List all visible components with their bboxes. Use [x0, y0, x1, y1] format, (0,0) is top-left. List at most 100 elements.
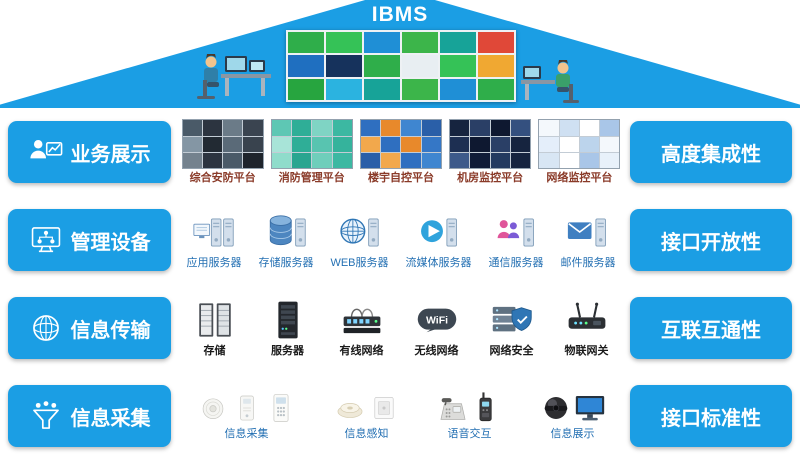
transport-item-label: 物联网关 — [564, 344, 609, 357]
screenshot-tile — [312, 120, 332, 136]
screenshot-tile — [182, 136, 202, 152]
dashboard-tile — [364, 32, 400, 54]
media-server-icon — [418, 211, 460, 253]
wall-switch-icon — [367, 391, 401, 425]
screenshot-tile — [559, 152, 579, 169]
screenshot-tile — [271, 120, 292, 136]
screenshot-tile — [292, 136, 312, 152]
platform-label: 消防管理平台 — [278, 172, 345, 185]
screenshot-tile — [312, 152, 332, 169]
smoke-detector-icon — [196, 391, 230, 425]
transport-item: 网络安全 — [490, 299, 534, 358]
transport-item-label: 无线网络 — [414, 344, 459, 357]
dashboard-tile — [288, 32, 324, 54]
network-security-icon — [491, 299, 533, 341]
layer-label-business-display: 业务展示 — [8, 121, 171, 183]
screenshot-tile — [579, 120, 600, 136]
feature-label-openness: 接口开放性 — [630, 209, 792, 271]
device-icons — [436, 391, 504, 425]
platform-label: 综合安防平台 — [189, 172, 256, 185]
transport-item: 存储 — [194, 299, 236, 358]
device-group: 信息展示 — [539, 391, 607, 441]
app-server-icon — [193, 211, 235, 253]
screenshot-tile — [360, 136, 381, 152]
servers-item: WEB服务器 — [330, 211, 389, 270]
device-group-label: 信息采集 — [224, 428, 269, 441]
screenshot-tile — [539, 136, 559, 152]
screenshot-tile — [539, 120, 559, 136]
screenshot-tile — [401, 120, 421, 136]
dashboard-tile — [364, 55, 400, 77]
ceiling-detector-icon — [333, 391, 367, 425]
layer-label-managed-devices: 管理设备 — [8, 209, 171, 271]
platform-item: 综合安防平台 — [181, 119, 264, 185]
layer-label-text: 信息传输 — [70, 319, 151, 342]
platform-label: 网络监控平台 — [546, 172, 613, 185]
platform-item: 机房监控平台 — [449, 119, 532, 185]
iot-gateway-icon — [566, 299, 608, 341]
screenshot-tile — [381, 152, 401, 169]
screenshot-tile — [332, 136, 352, 152]
screenshot-tile — [243, 136, 263, 152]
dashboard-tile — [326, 55, 362, 77]
dashboard-tile — [478, 32, 514, 54]
servers-item: 流媒体服务器 — [406, 211, 472, 270]
walkie-talkie-icon — [470, 391, 504, 425]
screenshot-tile — [600, 152, 620, 169]
screenshot-tile — [510, 152, 531, 169]
device-icons — [539, 391, 607, 425]
dashboard-tile — [440, 55, 476, 77]
storage-cabinet-icon — [194, 299, 236, 341]
screenshot-tile — [470, 120, 490, 136]
server-rack-icon — [267, 299, 309, 341]
platform-screenshot — [538, 119, 621, 170]
device-group-label: 信息感知 — [344, 428, 389, 441]
screenshot-tile — [202, 120, 223, 136]
servers-item: 邮件服务器 — [560, 211, 615, 270]
device-icons — [333, 391, 401, 425]
screenshot-tile — [421, 152, 441, 169]
screenshot-tile — [470, 152, 490, 169]
screenshot-tile — [559, 136, 579, 152]
dashboard-tile — [288, 55, 324, 77]
transport-item-label: 服务器 — [271, 344, 304, 357]
screenshot-tile — [579, 152, 600, 169]
telephone-icon — [436, 391, 470, 425]
dashboard-tile — [364, 78, 400, 100]
feature-label-text: 接口标准性 — [661, 407, 761, 430]
device-icons — [196, 391, 298, 425]
wired-network-icon — [341, 299, 383, 341]
dashboard-tile — [440, 32, 476, 54]
screenshot-tile — [510, 120, 531, 136]
platform-screenshot — [181, 119, 264, 170]
transport-item-label: 存储 — [203, 344, 226, 357]
screenshot-tile — [202, 136, 223, 152]
servers-item: 应用服务器 — [186, 211, 241, 270]
dashboard-tile — [326, 78, 362, 100]
platform-screenshot — [449, 119, 532, 170]
screenshot-tile — [470, 136, 490, 152]
screenshot-tile — [490, 152, 510, 169]
servers-item-label: 应用服务器 — [186, 256, 242, 269]
feature-label-integration: 高度集成性 — [630, 121, 792, 183]
platform-item: 网络监控平台 — [538, 119, 621, 185]
screenshot-tile — [490, 136, 510, 152]
layer-label-info-transmission: 信息传输 — [8, 297, 171, 359]
dome-camera-icon — [539, 391, 573, 425]
screenshot-tile — [271, 152, 292, 169]
screenshot-tile — [600, 120, 620, 136]
device-group-label: 信息展示 — [550, 428, 595, 441]
transport-item: 有线网络 — [340, 299, 384, 358]
card-reader-icon — [264, 391, 298, 425]
screenshot-tile — [223, 136, 243, 152]
storage-server-icon — [265, 211, 307, 253]
screenshot-tile — [579, 136, 600, 152]
wifi-icon: WiFi — [416, 299, 458, 341]
screenshot-tile — [243, 120, 263, 136]
feature-label-text: 高度集成性 — [661, 143, 761, 166]
platform-label: 楼宇自控平台 — [367, 172, 434, 185]
transport-item: 物联网关 — [565, 299, 609, 358]
layer-label-text: 管理设备 — [70, 231, 151, 254]
